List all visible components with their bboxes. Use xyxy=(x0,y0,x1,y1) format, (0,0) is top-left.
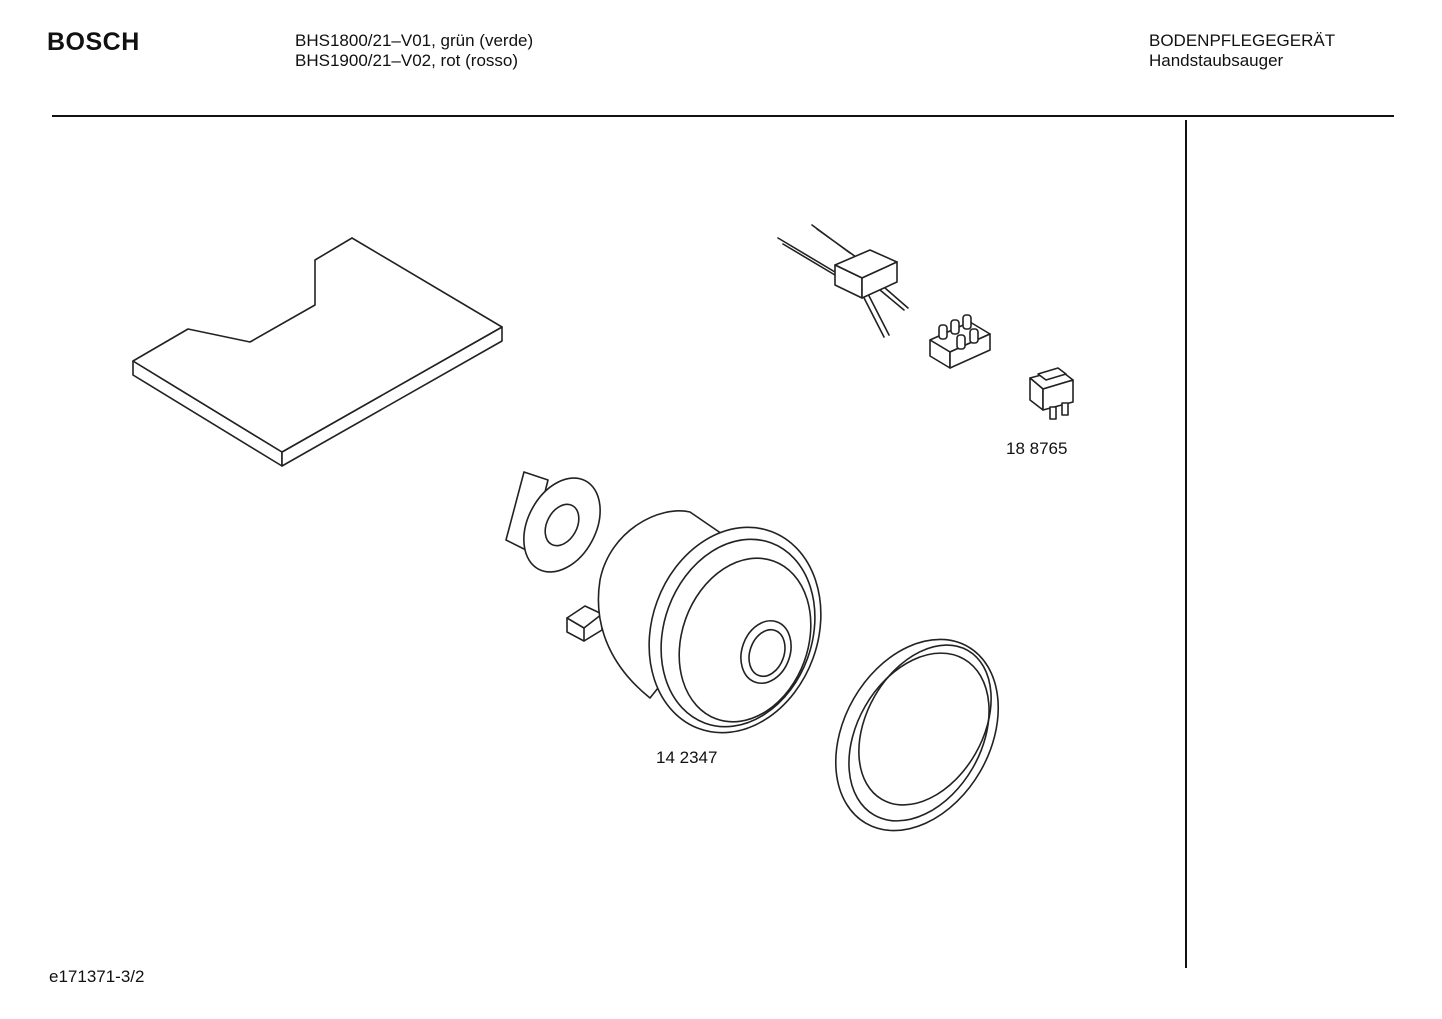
right-margin-divider xyxy=(1185,120,1187,968)
motor-part xyxy=(566,510,822,734)
category-subtitle: Handstaubsauger xyxy=(1149,51,1284,70)
motor-part-number: 14 2347 xyxy=(656,748,718,767)
gasket-part xyxy=(505,471,601,573)
header-divider xyxy=(52,115,1394,117)
switch-part xyxy=(1029,367,1074,420)
seal-ring-part xyxy=(834,638,1000,832)
switch-part-number: 18 8765 xyxy=(1006,439,1068,458)
terminal-block-part xyxy=(929,314,991,369)
filter-pad-part xyxy=(132,237,503,467)
category-block: BODENPFLEGEGERÄT Handstaubsauger xyxy=(1149,31,1335,71)
capacitor-harness-part xyxy=(777,224,909,338)
brand-logo: BOSCH xyxy=(47,28,140,56)
category-title: BODENPFLEGEGERÄT xyxy=(1149,31,1336,50)
document-id: e171371-3/2 xyxy=(49,967,145,986)
model-line-2: BHS1900/21–V02, rot (rosso) xyxy=(295,51,519,70)
model-list: BHS1800/21–V01, grün (verde) BHS1900/21–… xyxy=(295,31,533,71)
model-line-1: BHS1800/21–V01, grün (verde) xyxy=(295,31,534,50)
